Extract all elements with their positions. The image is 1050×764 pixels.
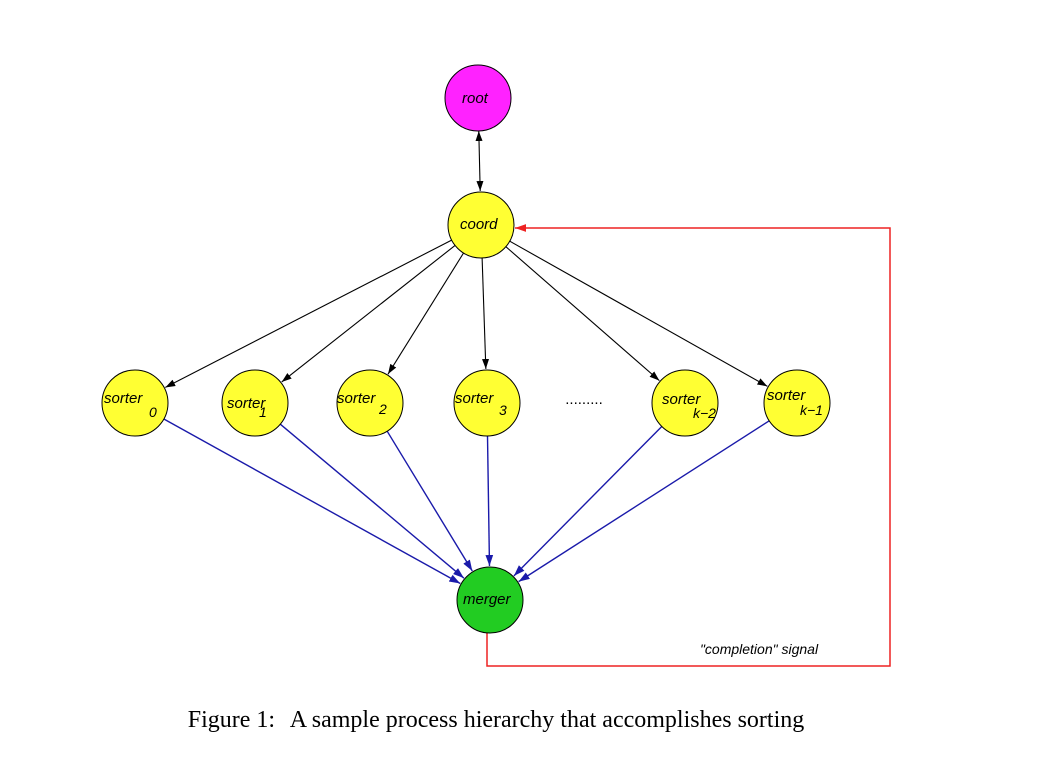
edge-s1-to-merger (279, 423, 465, 579)
edge-coord-to-s1 (281, 244, 456, 383)
node-root-circle (444, 64, 512, 132)
caption-text: A sample process hierarchy that accompli… (290, 707, 805, 733)
node-sk1-circle (763, 369, 831, 437)
figure-caption: Figure 1: A sample process hierarchy tha… (188, 707, 805, 733)
node-s0-circle (101, 369, 169, 437)
node-coord: coord (447, 191, 515, 259)
edge-coord-to-s2 (387, 252, 465, 375)
node-s3-circle (453, 369, 521, 437)
node-s2-circle (336, 369, 404, 437)
edge-coord-to-s3 (481, 257, 490, 370)
completion-signal-label: "completion" signal (700, 641, 819, 657)
node-s3-subscript: 3 (499, 402, 507, 418)
node-coord-label: coord (460, 216, 498, 233)
node-s0: sorter 0 (101, 369, 169, 437)
node-root-label: root (462, 90, 489, 107)
node-s1-label: sorter (227, 395, 266, 412)
node-s2-label: sorter (337, 390, 376, 407)
node-merger-label: merger (463, 591, 512, 608)
node-s0-subscript: 0 (149, 404, 157, 420)
node-sk1-subscript: k−1 (800, 402, 823, 418)
edge-sk2-to-merger (513, 425, 663, 577)
node-merger: merger (456, 566, 524, 634)
edges-layer: "completion" signal (163, 130, 891, 667)
node-s1-circle (221, 369, 289, 437)
edge-sk1-to-merger (518, 420, 770, 583)
edge-root-to-coord (475, 130, 484, 192)
edge-coord-to-sk2 (505, 246, 660, 382)
node-merger-circle (456, 566, 524, 634)
edge-coord-to-sk1 (509, 240, 768, 387)
edge-coord-to-s0 (164, 239, 452, 388)
sorter-ellipsis: ......... (565, 391, 603, 408)
node-sk1-label: sorter (767, 387, 806, 404)
caption-prefix: Figure 1: (188, 707, 275, 733)
edge-s3-to-merger (485, 435, 494, 567)
edge-s0-to-merger (163, 418, 461, 585)
edge-completion-signal (486, 224, 891, 667)
node-s3-label: sorter (455, 390, 494, 407)
node-sk2-label: sorter (662, 391, 701, 408)
node-sk2-subscript: k−2 (693, 405, 716, 421)
node-s0-label: sorter (104, 390, 143, 407)
node-coord-circle (447, 191, 515, 259)
node-s2-subscript: 2 (378, 401, 387, 417)
node-s3: sorter 3 (453, 369, 521, 437)
node-root: root (444, 64, 512, 132)
node-sk2-circle (651, 369, 719, 437)
node-s1-subscript: 1 (259, 404, 267, 420)
edge-s2-to-merger (386, 430, 473, 572)
